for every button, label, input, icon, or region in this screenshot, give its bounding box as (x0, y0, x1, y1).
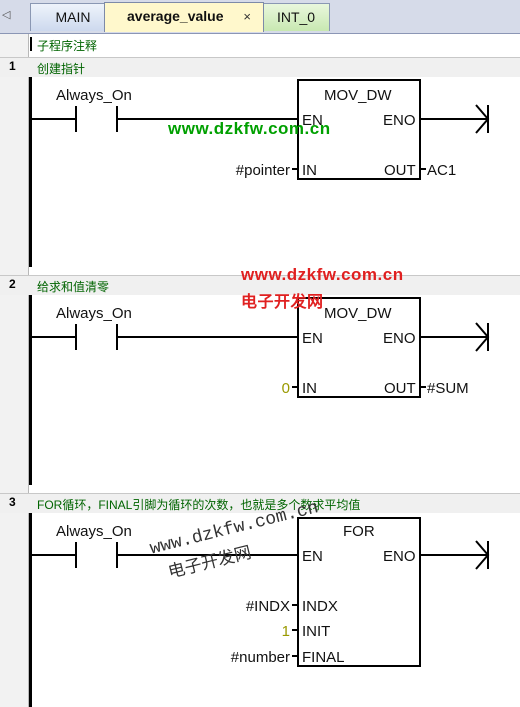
power-rail-3 (29, 513, 32, 707)
contact-label-3[interactable]: Always_On (56, 523, 132, 540)
eno-label-3: ENO (383, 548, 416, 565)
contact-label-2[interactable]: Always_On (56, 305, 132, 322)
comment-marker (30, 37, 32, 51)
init-label: INIT (302, 623, 330, 640)
network-1-number: 1 (9, 59, 16, 73)
tab-scroll-left-icon[interactable]: ◁ (2, 9, 11, 21)
out-label-2: OUT (384, 380, 416, 397)
tab-bar: ◁ MAIN INT_0 average_value × (0, 0, 520, 34)
final-label: FINAL (302, 649, 345, 666)
tab-main-label: MAIN (55, 9, 91, 25)
network-1-header[interactable] (0, 57, 520, 77)
box-title-2: MOV_DW (324, 305, 392, 322)
out-value-1[interactable]: AC1 (427, 162, 456, 179)
eno-label-1: ENO (383, 112, 416, 129)
power-rail-2 (29, 295, 32, 485)
en-label-2: EN (302, 330, 323, 347)
box-title-3: FOR (343, 523, 375, 540)
indx-value[interactable]: #INDX (246, 598, 290, 615)
watermark-url-1: www.dzkfw.com.cn (168, 119, 331, 138)
out-label-1: OUT (384, 162, 416, 179)
network-3-comment[interactable]: FOR循环，FINAL引脚为循环的次数，也就是多个数求平均值 (37, 498, 361, 512)
watermark-url-2: www.dzkfw.com.cn (241, 265, 404, 284)
network-2-number: 2 (9, 277, 16, 291)
in-label-2: IN (302, 380, 317, 397)
tab-int0-label: INT_0 (276, 9, 316, 25)
en-label-3: EN (302, 548, 323, 565)
watermark-cn-1: 电子开发网 (241, 294, 324, 311)
in-value-1[interactable]: #pointer (236, 162, 290, 179)
network-1-comment[interactable]: 创建指针 (37, 62, 86, 76)
tab-average-value-label: average_value (127, 8, 224, 24)
box-title-1: MOV_DW (324, 87, 392, 104)
network-3-header[interactable] (0, 493, 520, 513)
tab-int0[interactable]: INT_0 (262, 3, 330, 31)
subroutine-comment[interactable]: 子程序注释 (37, 39, 98, 53)
close-icon[interactable]: × (243, 9, 251, 24)
power-rail-1 (29, 77, 32, 267)
in-value-2[interactable]: 0 (282, 380, 290, 397)
network-2-header[interactable] (0, 275, 520, 295)
final-value[interactable]: #number (231, 649, 290, 666)
indx-label: INDX (302, 598, 338, 615)
contact-label-1[interactable]: Always_On (56, 87, 132, 104)
tab-main[interactable]: MAIN (30, 3, 108, 31)
out-value-2[interactable]: #SUM (427, 380, 469, 397)
init-value[interactable]: 1 (282, 623, 290, 640)
tab-average-value[interactable]: average_value × (104, 2, 264, 32)
eno-label-2: ENO (383, 330, 416, 347)
network-gutter (0, 34, 29, 707)
en-label-1: EN (302, 112, 323, 129)
in-label-1: IN (302, 162, 317, 179)
network-2-comment[interactable]: 给求和值清零 (37, 280, 110, 294)
network-3-number: 3 (9, 495, 16, 509)
